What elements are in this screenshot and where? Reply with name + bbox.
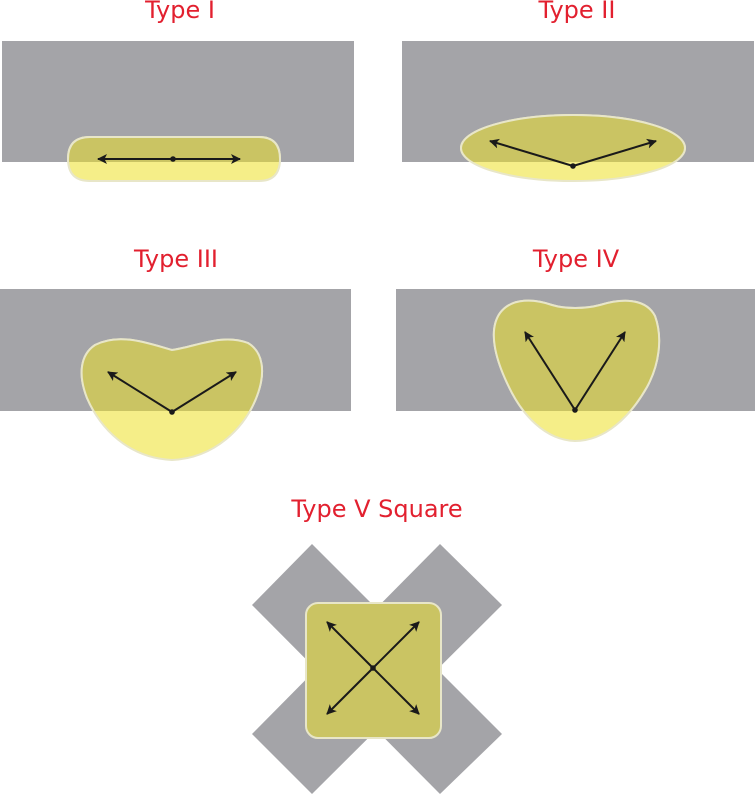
panel-title-type-3: Type III (134, 245, 218, 273)
light-source-dot-icon (570, 163, 576, 169)
arrow-left-type-3 (107, 371, 173, 413)
panel-type-5 (252, 544, 502, 794)
panel-title-type-1: Type I (145, 0, 215, 24)
arrow-right-type-3 (171, 371, 237, 413)
panel-type-1 (2, 41, 354, 182)
panel-title-type-5: Type V Square (291, 495, 463, 523)
panel-type-3 (0, 289, 351, 462)
panel-type-4 (396, 289, 755, 443)
arrow-down-right-type-5 (372, 667, 420, 715)
light-source-dot-icon (572, 407, 578, 413)
panel-type-2 (402, 41, 754, 182)
arrow-up-right-type-5 (372, 621, 420, 669)
arrow-right-type-4 (574, 331, 626, 411)
panel-title-type-4: Type IV (532, 245, 620, 273)
arrow-down-left-type-5 (326, 667, 374, 715)
overlap-type-1 (66, 136, 282, 162)
panel-title-type-2: Type II (538, 0, 616, 24)
light-source-dot-icon (370, 665, 376, 671)
overlap-type-2 (460, 114, 686, 162)
arrow-left-type-4 (524, 331, 576, 411)
overlap-type-3 (80, 338, 264, 411)
light-source-dot-icon (170, 156, 176, 162)
arrow-left-type-2 (489, 138, 574, 167)
overlap-type-4 (492, 299, 661, 411)
light-source-dot-icon (169, 409, 175, 415)
arrow-right-type-2 (572, 138, 657, 167)
arrow-up-left-type-5 (326, 621, 374, 669)
